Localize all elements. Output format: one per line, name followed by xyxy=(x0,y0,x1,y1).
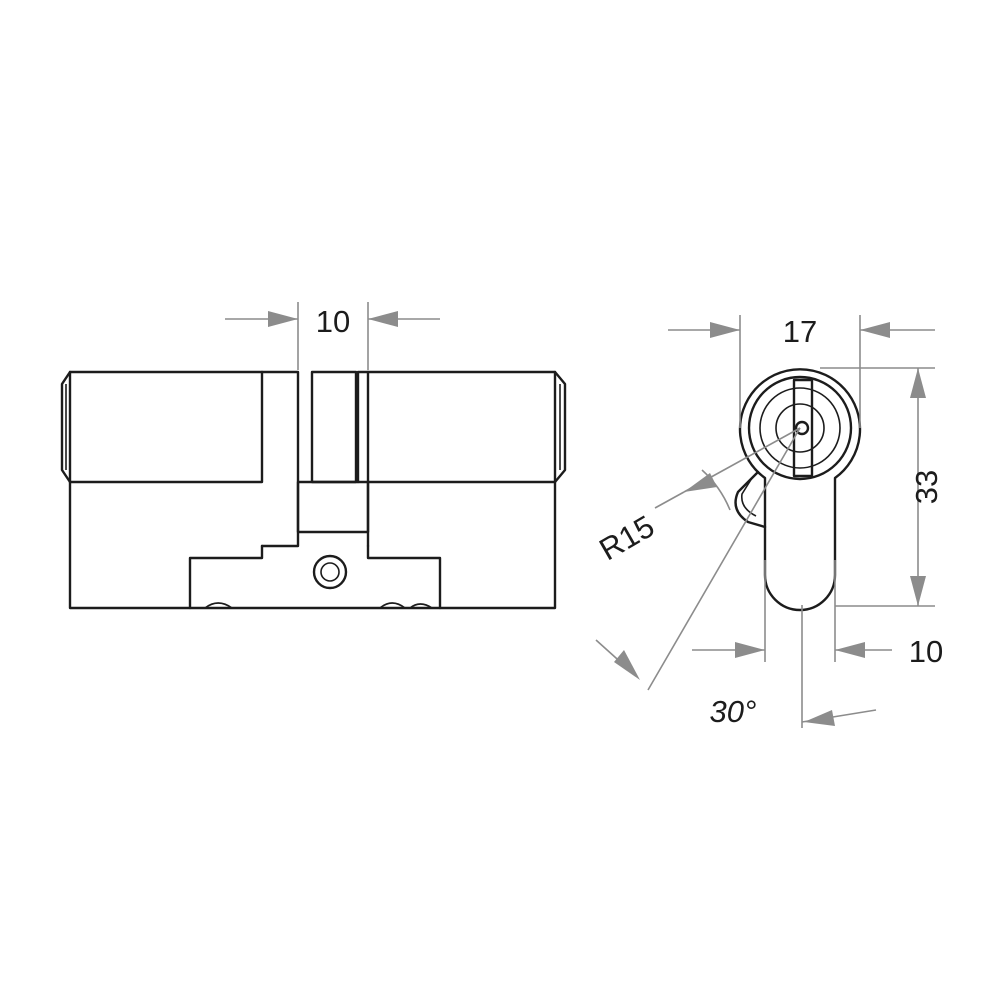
cam-width-label: 10 xyxy=(909,634,943,669)
end-profile xyxy=(738,368,862,612)
cylinder-side-view xyxy=(60,370,567,610)
dimension-cam-width: 10 xyxy=(692,560,943,669)
left-barrel xyxy=(68,370,264,484)
cam xyxy=(310,370,358,484)
keyway xyxy=(792,378,814,478)
cam-slot xyxy=(296,480,370,534)
plug-ring xyxy=(759,387,841,469)
middle-section xyxy=(260,370,300,548)
cam-rotated xyxy=(734,470,767,529)
cam-gap-label: 10 xyxy=(316,304,350,339)
angle-label: 30° xyxy=(710,694,757,729)
right-barrel xyxy=(366,370,557,484)
right-barrel-end xyxy=(553,370,567,484)
plug-outer-ring xyxy=(747,375,853,481)
dimension-radius: R15 xyxy=(593,427,801,568)
cylinder-end-view xyxy=(734,368,862,612)
fixing-screw-hole xyxy=(312,554,348,590)
width-label: 17 xyxy=(783,314,817,349)
dimension-height: 33 xyxy=(820,367,944,607)
dimension-width: 17 xyxy=(668,314,935,428)
dimension-cam-gap: 10 xyxy=(225,302,440,370)
height-label: 33 xyxy=(909,470,944,504)
plug-inner-ring xyxy=(775,403,825,453)
left-barrel-end xyxy=(60,370,72,484)
lower-body xyxy=(68,480,557,610)
radius-label: R15 xyxy=(593,509,660,568)
keyway-pin xyxy=(794,420,810,436)
dimension-angle: 30° xyxy=(595,427,877,729)
